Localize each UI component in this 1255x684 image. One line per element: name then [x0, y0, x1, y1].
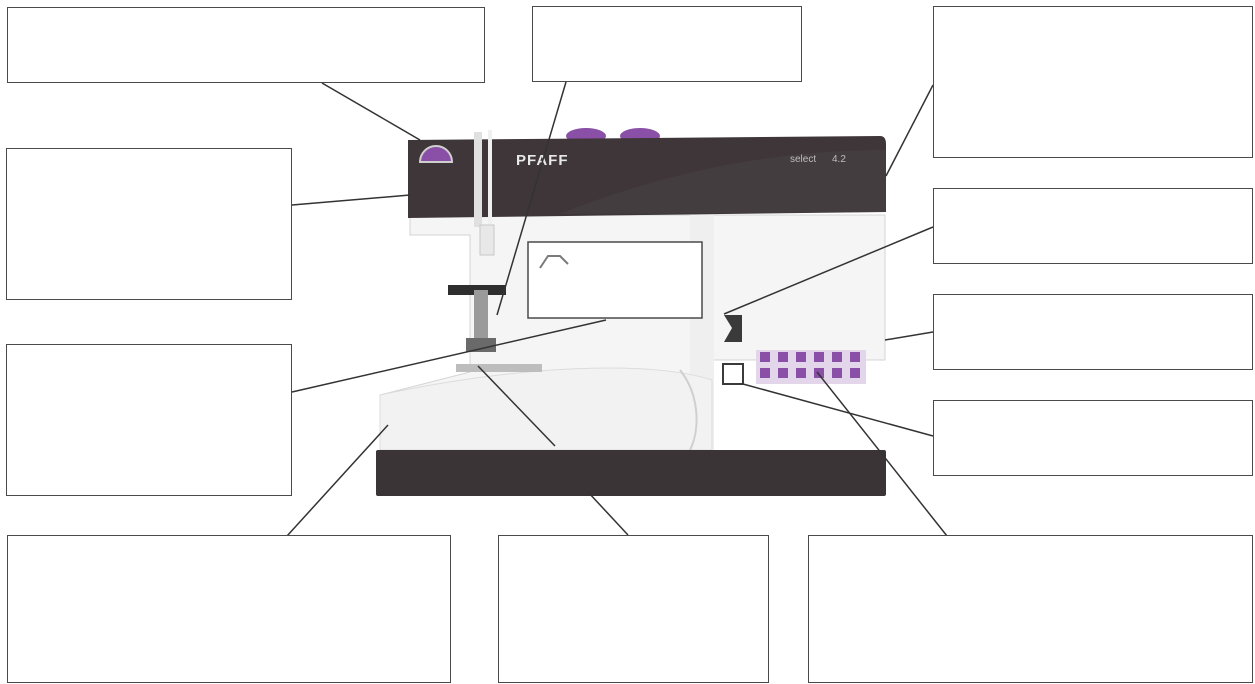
label-box-bottom-right[interactable]	[808, 535, 1253, 683]
display-window	[528, 242, 702, 318]
stitch-buttons	[756, 350, 866, 384]
label-box-left-upper[interactable]	[6, 148, 292, 300]
label-box-top-left[interactable]	[7, 7, 485, 83]
base-tray	[376, 450, 886, 496]
label-box-right-3[interactable]	[933, 400, 1253, 476]
label-box-bottom-center[interactable]	[498, 535, 769, 683]
label-box-right-1[interactable]	[933, 188, 1253, 264]
label-box-left-lower[interactable]	[6, 344, 292, 496]
label-box-right-2[interactable]	[933, 294, 1253, 370]
label-box-top-right[interactable]	[933, 6, 1253, 158]
label-box-bottom-left[interactable]	[7, 535, 451, 683]
label-box-top-center[interactable]	[532, 6, 802, 82]
model-name: select	[790, 154, 816, 165]
model-number: 4.2	[832, 154, 846, 165]
